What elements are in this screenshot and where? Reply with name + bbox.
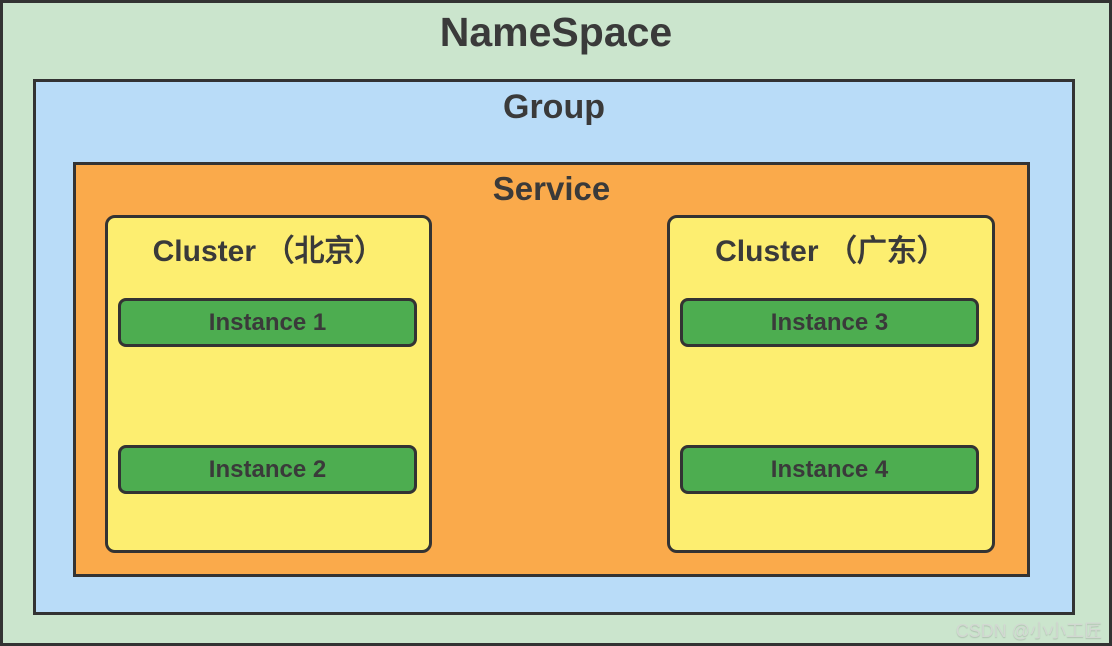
instance-4-box: Instance 4 <box>680 445 979 494</box>
service-box: Service Cluster （北京） Instance 1 Instance… <box>73 162 1030 577</box>
instance-1-box: Instance 1 <box>118 298 417 347</box>
service-label: Service <box>492 170 611 207</box>
group-box: Group Service Cluster （北京） Instance 1 In… <box>33 79 1075 615</box>
instance-2-box: Instance 2 <box>118 445 417 494</box>
cluster-guangdong-label: Cluster （广东） <box>715 235 947 268</box>
instance-3-box: Instance 3 <box>680 298 979 347</box>
group-label: Group <box>503 88 605 126</box>
cluster-box-beijing: Cluster （北京） Instance 1 Instance 2 <box>105 215 432 553</box>
cluster-box-guangdong: Cluster （广东） Instance 3 Instance 4 <box>667 215 995 553</box>
cluster-beijing-label: Cluster （北京） <box>152 235 385 268</box>
csdn-watermark: CSDN @小小工匠 <box>955 621 1102 641</box>
namespace-label: NameSpace <box>439 9 673 55</box>
